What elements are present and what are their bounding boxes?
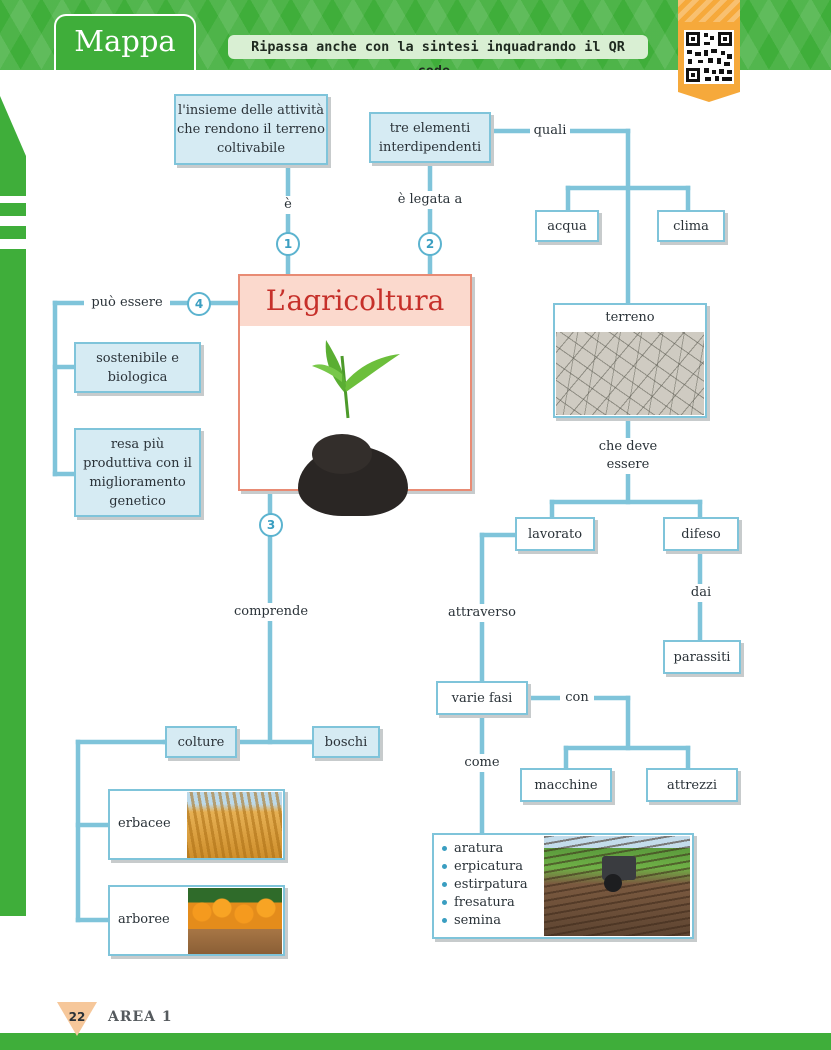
sprout-in-soil-image	[240, 326, 469, 516]
link-e: è	[278, 196, 298, 214]
link-legata: è legata a	[392, 191, 468, 209]
link-quali: quali	[530, 122, 570, 140]
node-attrezzi: attrezzi	[646, 768, 738, 802]
list-item: semina	[442, 912, 542, 930]
node-resa: resa più produttiva con il miglioramento…	[74, 428, 201, 517]
node-varie-fasi: varie fasi	[436, 681, 528, 715]
section-tab: Mappa	[54, 14, 196, 70]
left-decoration	[0, 96, 26, 916]
node-difeso-text: difeso	[681, 526, 721, 542]
node-tre-elementi-text: tre elementi interdipendenti	[378, 120, 482, 155]
header-subtitle: Ripassa anche con la sintesi inquadrando…	[228, 35, 648, 79]
node-resa-text: resa più produttiva con il miglioramento…	[83, 436, 192, 509]
node-parassiti: parassiti	[663, 640, 741, 674]
node-phases	[432, 833, 694, 939]
node-lavorato-text: lavorato	[527, 526, 583, 542]
oranges-crate-image	[188, 888, 282, 954]
link-comprende: comprende	[228, 603, 314, 621]
node-boschi: boschi	[312, 726, 380, 758]
node-colture: colture	[165, 726, 237, 758]
wheat-image	[187, 792, 282, 858]
list-item: erpicatura	[442, 858, 542, 876]
node-acqua: acqua	[535, 210, 599, 242]
link-dai: dai	[688, 584, 714, 602]
dry-soil-image	[556, 332, 704, 415]
node-tre-elementi: tre elementi interdipendenti	[369, 112, 491, 163]
node-clima-text: clima	[673, 218, 709, 234]
phase-label: semina	[454, 913, 501, 928]
main-title: L’agricoltura	[240, 276, 470, 326]
link-che-deve: che deve essere	[592, 438, 664, 474]
link-puo-essere: può essere	[84, 294, 170, 312]
number-badge-4: 4	[187, 292, 211, 316]
left-stripe	[0, 239, 26, 249]
qr-code-icon[interactable]	[684, 30, 734, 84]
phase-label: estirpatura	[454, 877, 528, 892]
phase-label: aratura	[454, 841, 504, 856]
left-stripe	[0, 193, 26, 203]
tractor-field-image	[544, 836, 690, 936]
node-acqua-text: acqua	[547, 218, 587, 234]
list-item: aratura	[442, 840, 542, 858]
link-attraverso: attraverso	[444, 604, 520, 622]
page-number-triangle	[57, 1002, 97, 1036]
node-erbacee-text: erbacee	[118, 816, 171, 831]
phases-list: aratura erpicatura estirpatura fresatura…	[442, 840, 542, 930]
phase-label: erpicatura	[454, 859, 523, 874]
node-clima: clima	[657, 210, 725, 242]
main-node-agricoltura: L’agricoltura	[238, 274, 472, 516]
node-attrezzi-text: attrezzi	[667, 777, 717, 793]
node-parassiti-text: parassiti	[673, 649, 731, 665]
link-con: con	[560, 689, 594, 707]
number-badge-3: 3	[259, 513, 283, 537]
node-insieme-text: l'insieme delle attività che rendono il …	[177, 103, 325, 156]
list-item: estirpatura	[442, 876, 542, 894]
node-colture-text: colture	[177, 734, 225, 750]
node-erbacee: erbacee	[108, 789, 285, 860]
area-label: AREA 1	[108, 1009, 173, 1025]
node-lavorato: lavorato	[515, 517, 595, 551]
node-arboree: arboree	[108, 885, 285, 956]
number-badge-1: 1	[276, 232, 300, 256]
node-varie-fasi-text: varie fasi	[451, 690, 513, 706]
node-terreno-label: terreno	[605, 310, 655, 325]
left-deco-diagonal	[0, 96, 26, 196]
node-boschi-text: boschi	[324, 734, 368, 750]
bottom-band	[0, 1033, 831, 1050]
left-stripe	[0, 216, 26, 226]
node-difeso: difeso	[663, 517, 739, 551]
node-macchine: macchine	[520, 768, 612, 802]
phase-label: fresatura	[454, 895, 515, 910]
node-macchine-text: macchine	[534, 777, 598, 793]
page-number: 22	[68, 1010, 86, 1024]
node-terreno: terreno	[553, 303, 707, 418]
qr-tab-point	[678, 92, 740, 102]
list-item: fresatura	[442, 894, 542, 912]
node-sostenibile: sostenibile e biologica	[74, 342, 201, 393]
number-badge-2: 2	[418, 232, 442, 256]
node-sostenibile-text: sostenibile e biologica	[96, 350, 179, 385]
link-come: come	[460, 754, 504, 772]
node-arboree-text: arboree	[118, 912, 170, 927]
node-insieme: l'insieme delle attività che rendono il …	[174, 94, 328, 165]
